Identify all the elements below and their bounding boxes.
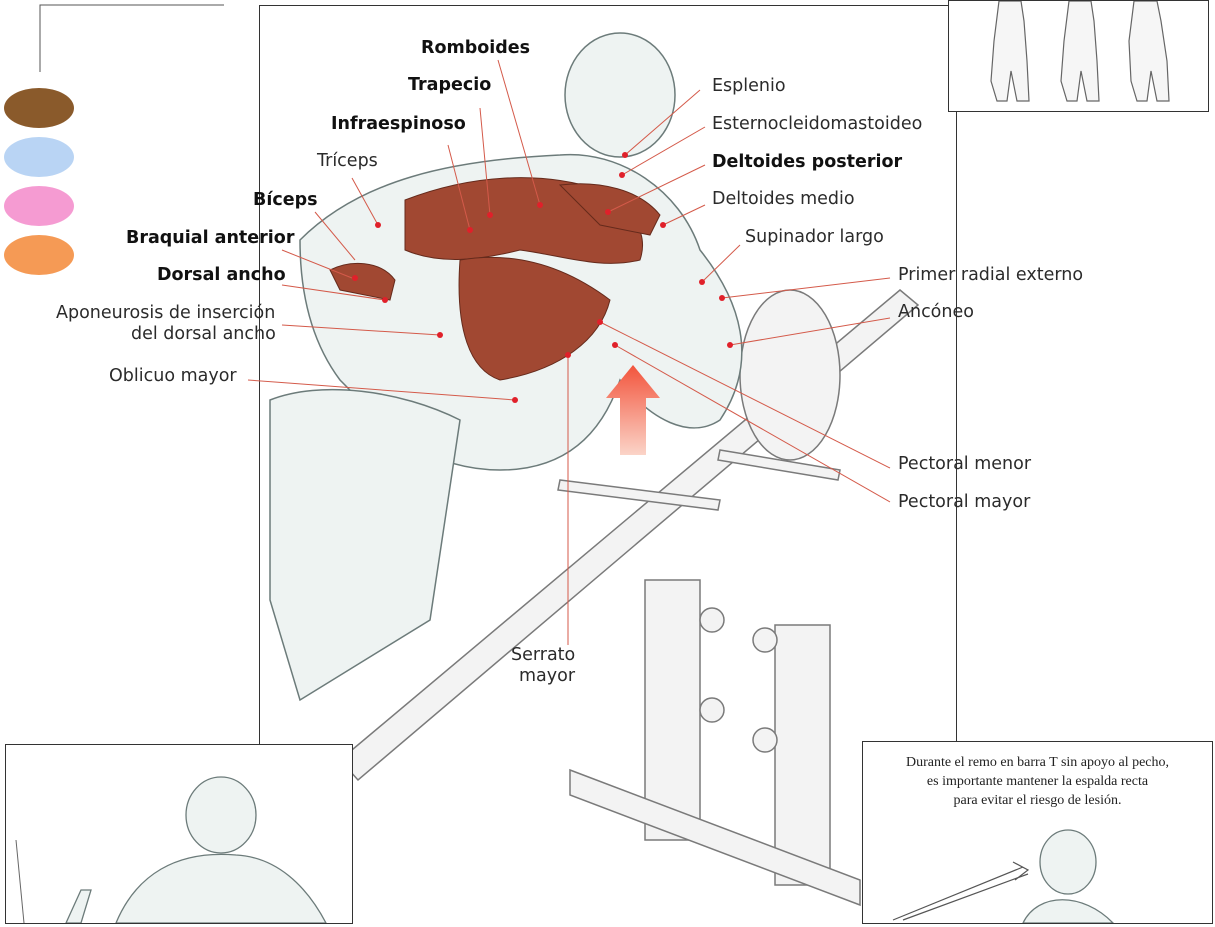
label-biceps: Bíceps — [253, 192, 318, 210]
inset-muscle-figures — [948, 0, 1209, 112]
label-pectoral-mayor: Pectoral mayor — [898, 494, 1030, 512]
label-supinador-largo: Supinador largo — [745, 229, 884, 247]
label-anconeo: Ancóneo — [898, 304, 974, 322]
muscle-figures-illustration — [949, 1, 1208, 111]
label-deltoides-posterior: Deltoides posterior — [712, 154, 902, 172]
label-primer-radial-externo: Primer radial externo — [898, 267, 1083, 285]
label-triceps: Tríceps — [317, 153, 378, 171]
rowing-position-illustration — [6, 745, 352, 923]
label-dorsal-ancho: Dorsal ancho — [157, 267, 286, 285]
label-aponeurosis-line2: del dorsal ancho — [131, 326, 276, 344]
inset-bottom-right: Durante el remo en barra T sin apoyo al … — [862, 741, 1213, 924]
label-esplenio: Esplenio — [712, 78, 786, 96]
label-esternocleidomastoideo: Esternocleidomastoideo — [712, 116, 922, 134]
label-romboides: Romboides — [421, 40, 530, 58]
label-trapecio: Trapecio — [408, 77, 491, 95]
label-infraespinoso: Infraespinoso — [331, 116, 466, 134]
label-braquial-anterior: Braquial anterior — [126, 230, 294, 248]
label-pectoral-menor: Pectoral menor — [898, 456, 1031, 474]
label-serrato-line2: mayor — [519, 668, 575, 686]
label-aponeurosis-line1: Aponeurosis de inserción — [56, 305, 275, 323]
label-serrato-line1: Serrato — [511, 647, 575, 665]
inset-bottom-left — [5, 744, 353, 924]
label-oblicuo-mayor: Oblicuo mayor — [109, 368, 237, 386]
label-deltoides-medio: Deltoides medio — [712, 191, 855, 209]
back-straight-illustration — [863, 742, 1212, 923]
